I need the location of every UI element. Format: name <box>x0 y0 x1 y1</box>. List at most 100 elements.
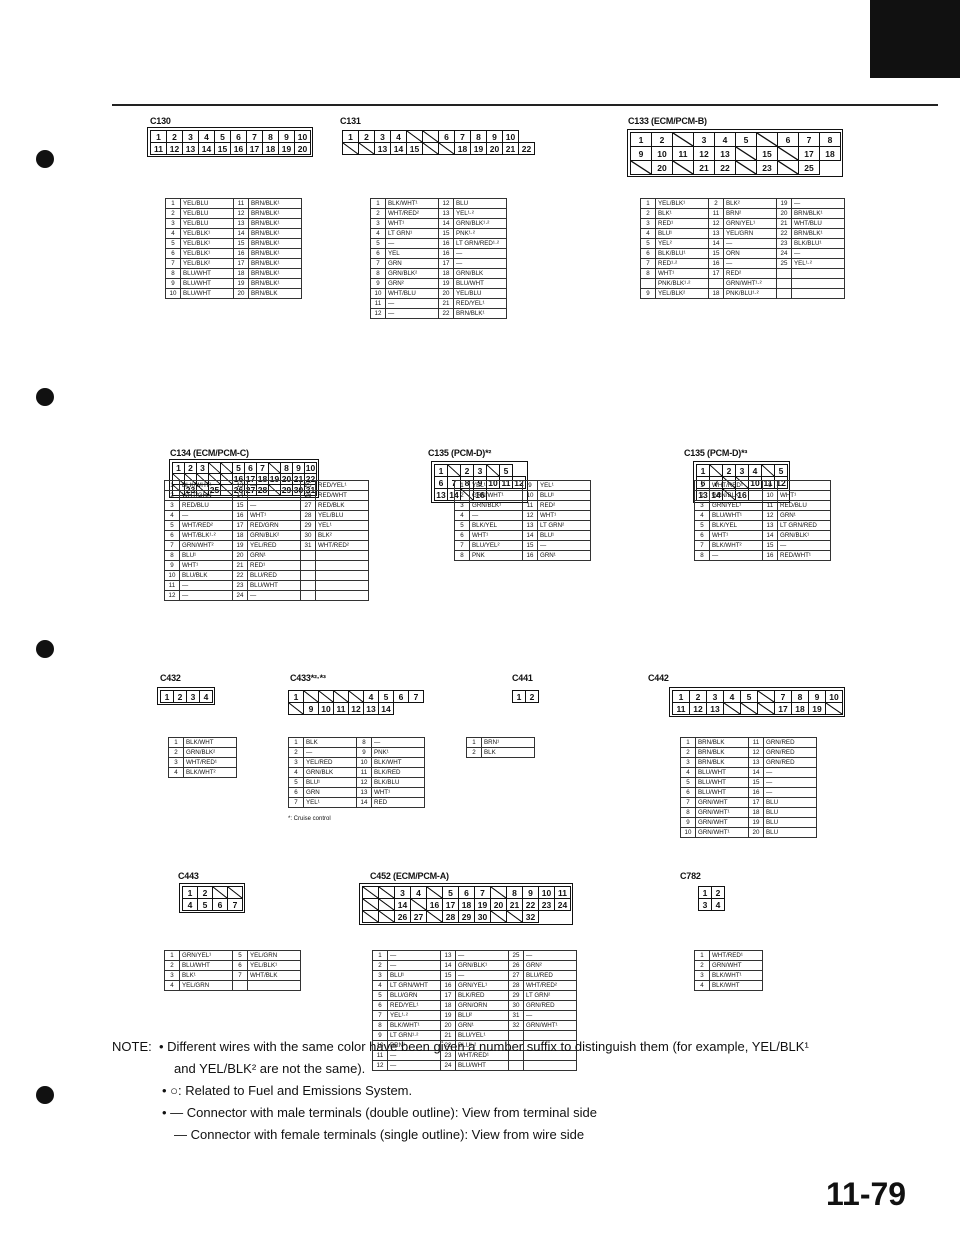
pin-number-cell: 10 <box>165 288 181 299</box>
pin-number-cell: 7 <box>165 258 181 269</box>
terminal-cavity: 25 <box>798 160 820 175</box>
pin-number-cell: 10 <box>164 570 180 581</box>
pin-number-cell: 21 <box>232 560 248 571</box>
pin-number-cell: 4 <box>454 510 470 521</box>
wire-color-cell: WHT/RED² <box>385 208 439 219</box>
pin-number-cell: 4 <box>288 767 304 778</box>
terminal-cavity: 3 <box>693 132 715 147</box>
terminal-cavity <box>723 702 741 715</box>
wire-color-cell: WHT¹ <box>709 530 763 541</box>
pin-number-cell: 10 <box>522 490 538 501</box>
binder-hole-4 <box>36 1086 54 1104</box>
wire-color-cell: WHT¹ <box>385 218 439 229</box>
wire-color-cell: YEL/BLK² <box>180 258 234 269</box>
terminal-cavity: 5 <box>735 132 757 147</box>
terminal-cavity <box>490 910 507 923</box>
wire-color-cell: BLU/WHT <box>695 767 749 778</box>
terminal-cavity: 9 <box>630 146 652 161</box>
pin-number-cell: 15 <box>438 228 454 239</box>
pin-number-cell: 21 <box>438 298 454 309</box>
terminal-cavity: 7 <box>798 132 820 147</box>
pin-number-cell: 22 <box>438 308 454 319</box>
pin-number-cell: 6 <box>165 248 181 259</box>
pin-number-cell: 16 <box>233 248 249 259</box>
terminal-cavity: 4 <box>199 690 213 703</box>
terminal-cavity: 13 <box>434 488 448 501</box>
wire-color-cell: — <box>385 308 439 319</box>
pin-number-cell: 6 <box>164 530 180 541</box>
terminal-cavity: 20 <box>294 142 311 155</box>
wire-color-cell: BLK/BLU¹ <box>655 248 709 259</box>
wire-color-cell: — <box>371 737 425 748</box>
wire-color-cell: YEL¹ <box>303 797 357 808</box>
pin-number-cell: 11 <box>370 298 386 309</box>
pin-number-cell: 25 <box>508 950 524 961</box>
terminal-cavity <box>672 160 694 175</box>
terminal-cavity: 7 <box>227 898 243 911</box>
wire-color-cell: — <box>453 258 507 269</box>
wire-color-cell: GRN/RED <box>763 757 817 768</box>
terminal-cavity: 26 <box>394 910 411 923</box>
wire-color-cell: BLK/WHT¹ <box>709 970 763 981</box>
wire-color-cell <box>523 1060 577 1071</box>
wire-color-cell <box>315 550 369 561</box>
wire-color-cell: YEL/BLU <box>180 218 234 229</box>
wire-color-cell: BLU/WHT <box>247 580 301 591</box>
wire-color-cell: YEL/GRN <box>723 228 777 239</box>
wire-color-cell: YEL¹ <box>469 480 523 491</box>
c452-label: C452 (ECM/PCM-A) <box>370 871 449 881</box>
wire-color-cell: GRN/BLK¹ <box>469 500 523 511</box>
pin-number-cell <box>232 980 248 991</box>
wire-color-cell: BLK² <box>315 530 369 541</box>
pin-number-cell: 4 <box>694 980 710 991</box>
wire-color-cell <box>315 570 369 581</box>
wire-color-cell: RED¹·² <box>655 258 709 269</box>
wire-color-cell: BLK <box>481 747 535 758</box>
wire-color-cell: ORN <box>723 248 777 259</box>
pin-number-cell: 29 <box>508 990 524 1001</box>
pin-number-cell: 25 <box>300 480 316 491</box>
wire-color-cell: GRN¹ <box>777 510 831 521</box>
pin-number-cell: 7 <box>232 970 248 981</box>
wire-color-cell: — <box>791 198 845 209</box>
wire-color-cell: PNK/BLK¹·² <box>655 278 709 289</box>
wire-color-cell: — <box>777 480 831 491</box>
pin-number-cell: 28 <box>508 980 524 991</box>
pin-number-cell: 19 <box>748 817 764 828</box>
pin-number-cell: 15 <box>440 970 456 981</box>
wire-color-cell: RED/YEL¹ <box>453 298 507 309</box>
pin-number-cell: 18 <box>438 268 454 279</box>
pin-number-cell: 11 <box>708 208 724 219</box>
pin-number-cell: 2 <box>466 747 482 758</box>
wire-color-cell: GRN/RED <box>523 1000 577 1011</box>
pin-number-cell: 8 <box>680 807 696 818</box>
wire-color-cell: — <box>387 1060 441 1071</box>
wire-color-cell: YEL² <box>655 238 709 249</box>
pin-number-cell: 20 <box>748 827 764 838</box>
terminal-cavity: 13 <box>182 142 199 155</box>
pin-number-cell: 5 <box>370 238 386 249</box>
c442-label: C442 <box>648 673 669 683</box>
terminal-cavity: 1 <box>630 132 652 147</box>
wire-color-cell: RED/WHT <box>315 490 369 501</box>
wire-color-cell: — <box>179 580 233 591</box>
pin-number-cell: 9 <box>640 288 656 299</box>
pin-number-cell: 14 <box>762 530 778 541</box>
